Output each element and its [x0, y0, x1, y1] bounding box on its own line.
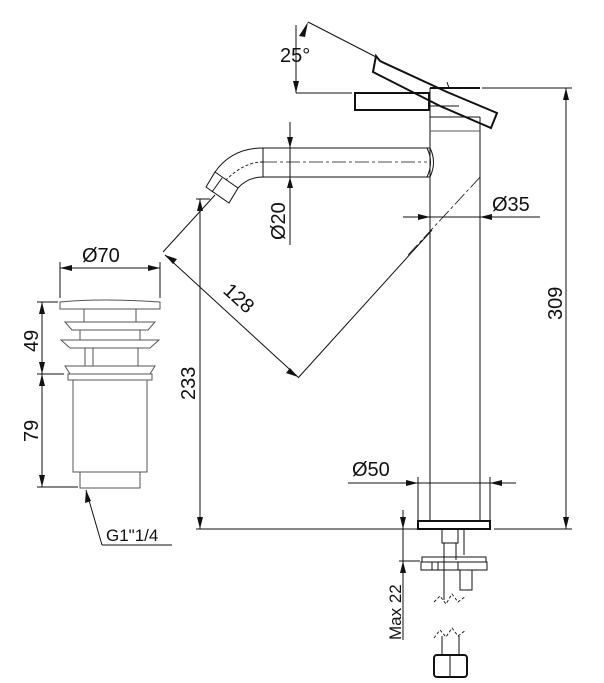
body-diameter-label: Ø35 [492, 194, 530, 216]
base-diameter-label: Ø50 [352, 459, 390, 481]
dim-waste-upper: 49 [21, 301, 64, 375]
pop-up-waste [59, 299, 161, 489]
spout-diameter-label: Ø20 [268, 202, 290, 240]
dim-spout-diameter: Ø20 [268, 122, 293, 245]
angle-label: 25° [280, 45, 310, 67]
thread-label: G1"1/4 [106, 526, 158, 545]
dim-overall-height: 309 [482, 87, 572, 530]
reach-label: 128 [219, 279, 259, 318]
mounting-thickness-label: Max 22 [386, 584, 405, 640]
dim-lever-angle: 25° [280, 21, 379, 94]
waste-lower-label: 79 [21, 420, 43, 442]
dim-spout-reach: 128 [162, 194, 433, 379]
lever-open [371, 53, 499, 130]
waste-diameter-label: Ø70 [82, 245, 120, 267]
dim-waste-diameter: Ø70 [59, 245, 161, 298]
dim-mounting-thickness: Max 22 [386, 510, 420, 640]
overall-height-label: 309 [545, 287, 567, 320]
mounting-kit [420, 528, 488, 678]
thread-callout: G1"1/4 [85, 489, 172, 546]
mixer-body [417, 87, 491, 530]
dim-spout-height: 233 [178, 198, 418, 530]
spout [205, 147, 434, 204]
dim-body-diameter: Ø35 [403, 174, 540, 256]
spout-height-label: 233 [178, 367, 200, 400]
dim-base-diameter: Ø50 [348, 459, 516, 521]
dim-waste-lower: 79 [21, 374, 78, 488]
waste-upper-label: 49 [21, 330, 43, 352]
